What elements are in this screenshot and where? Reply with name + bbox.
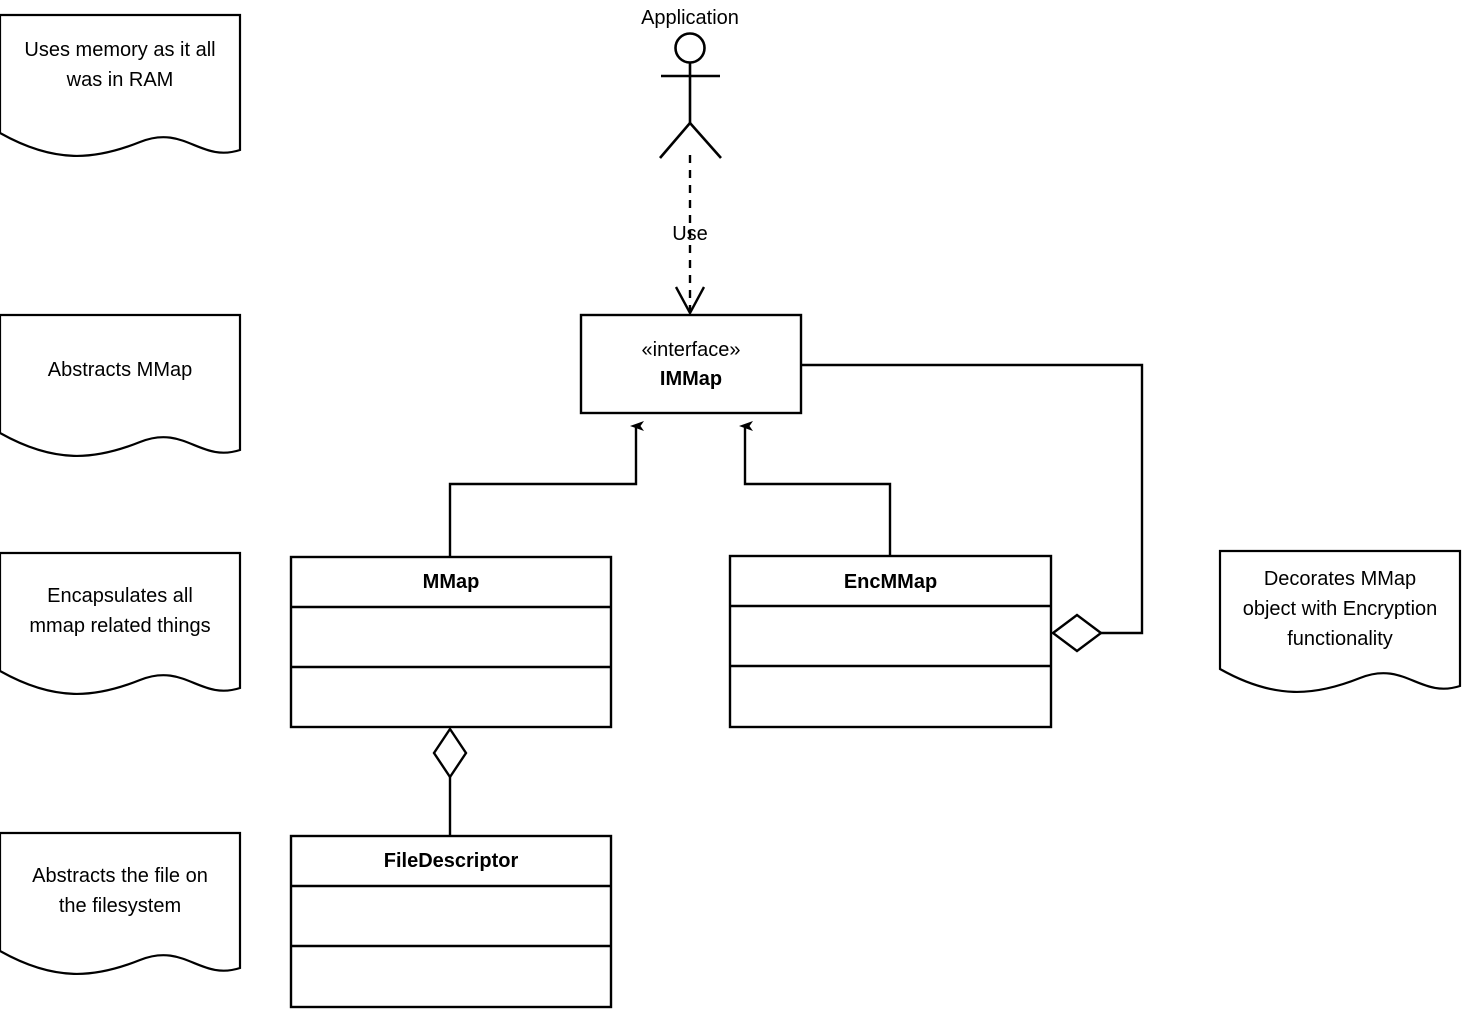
note-file-shape	[0, 831, 242, 976]
note-ram-shape	[0, 13, 242, 158]
edge-use-dependency	[674, 155, 706, 316]
class-mmap-box	[289, 555, 613, 729]
edge-aggregation-mmap-filedescriptor	[432, 726, 468, 836]
edge-generalization-encmmap	[739, 421, 892, 556]
note-encapsulates-shape	[0, 551, 242, 696]
note-abstracts-shape	[0, 313, 242, 458]
actor-application-figure	[659, 32, 722, 159]
class-encmmap-box	[728, 554, 1053, 729]
interface-immap-box	[579, 313, 803, 415]
edge-aggregation-encmmap-immap	[801, 363, 1144, 653]
class-filedescriptor-box	[289, 834, 613, 1009]
edge-generalization-mmap	[448, 421, 644, 557]
note-decorates-shape	[1218, 549, 1462, 694]
